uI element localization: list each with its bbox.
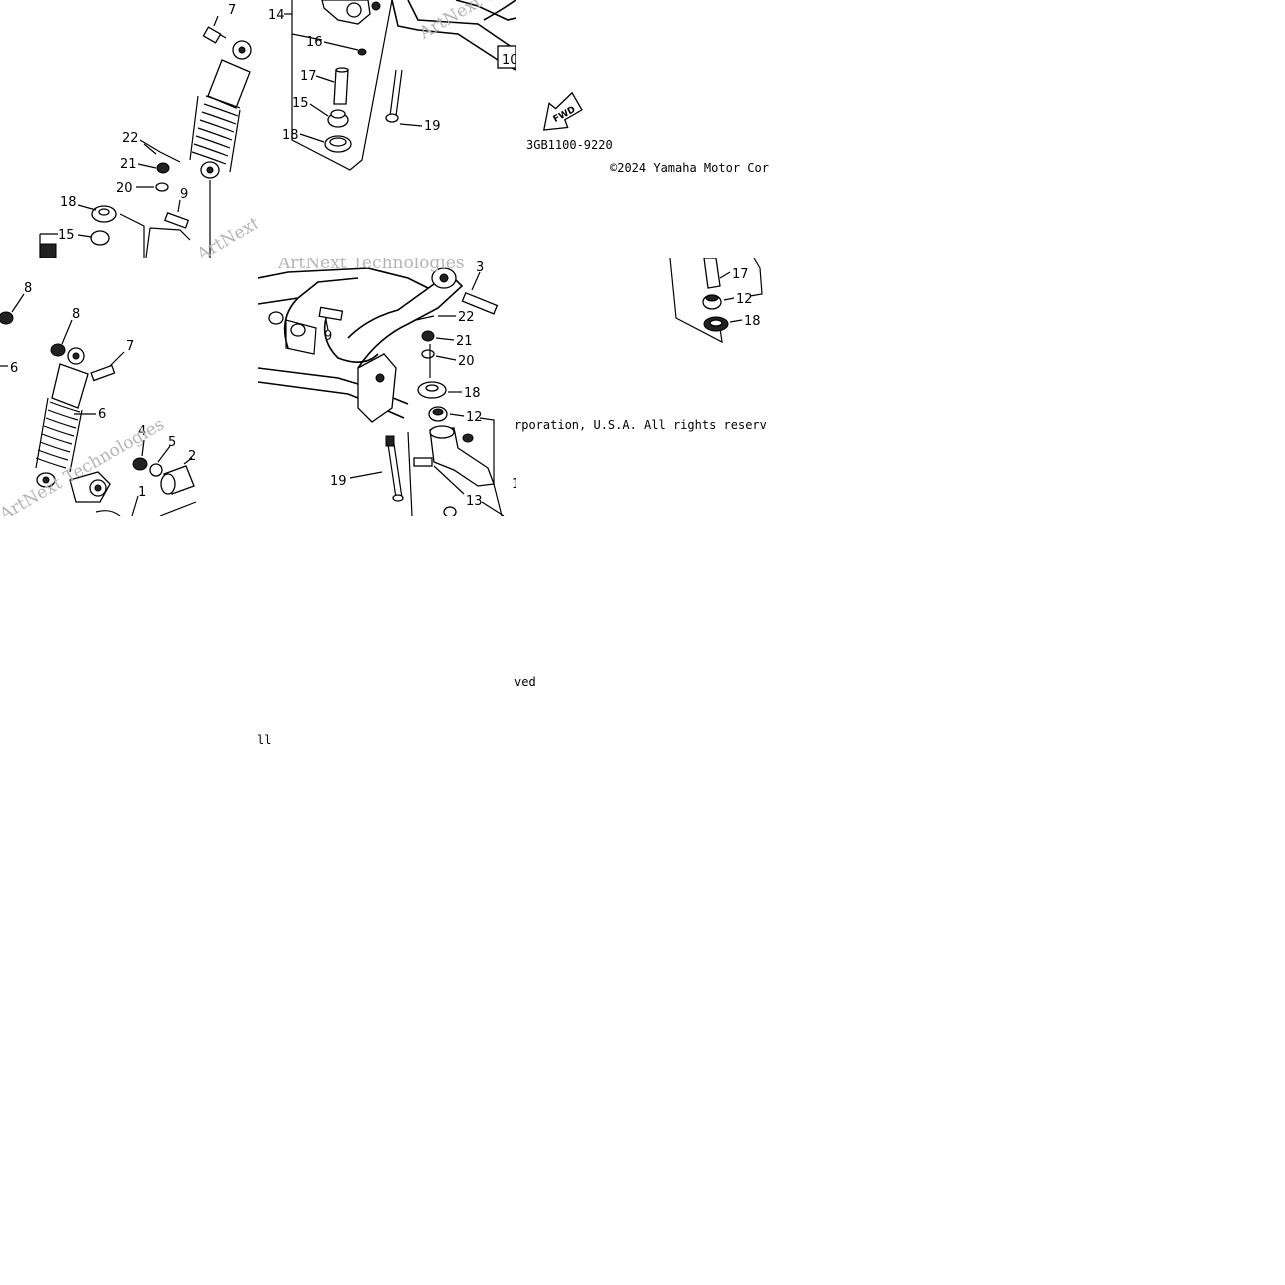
callout-7: 7	[126, 339, 134, 354]
callout-12: 12	[736, 292, 753, 307]
callout-6: 6	[10, 361, 18, 376]
copyright-fragment-middle: rporation, U.S.A. All rights reserv	[514, 418, 767, 432]
callout-16: 16	[306, 35, 323, 50]
callout-22: 22	[458, 310, 475, 325]
diagram-tile-shock-upper: 7 22 21 20 18 9 15 ArtNext Technologies	[0, 0, 258, 258]
callout-22: 22	[122, 131, 139, 146]
fwd-arrow-icon: FWD	[542, 91, 583, 131]
copyright-fragment-lower: ll	[257, 733, 272, 747]
part-code: 3GB1100-9220	[526, 138, 613, 152]
watermark-text: ArtNext Technologies	[277, 258, 465, 273]
callout-9: 9	[180, 187, 188, 202]
callout-4: 4	[138, 424, 146, 439]
watermark-text: ArtNext Technologies	[415, 0, 516, 44]
callout-1: 1	[138, 485, 146, 500]
callout-18: 18	[282, 128, 299, 143]
callout-19: 19	[424, 119, 441, 134]
callout-20: 20	[116, 181, 133, 196]
callout-6: 6	[98, 407, 106, 422]
callout-21: 21	[456, 334, 473, 349]
callout-18: 18	[60, 195, 77, 210]
copyright-fragment-bottom: ved	[514, 675, 536, 689]
callout-10: 10	[502, 53, 516, 68]
callout-8: 8	[24, 281, 32, 296]
callout-8: 8	[72, 307, 80, 322]
callout-13: 13	[466, 494, 483, 509]
callout-17: 17	[300, 69, 317, 84]
diagram-tile-shock-lower: 8 8 6 7	[0, 258, 258, 516]
callout-18: 18	[744, 314, 761, 329]
callout-20: 20	[458, 354, 475, 369]
callout-9: 9	[324, 329, 332, 344]
callout-18: 18	[464, 386, 481, 401]
callout-2: 2	[188, 449, 196, 464]
callout-5: 5	[168, 435, 176, 450]
diagram-tile-spacer: 17 12 18	[516, 258, 774, 348]
diagram-tile-arm-frame: 3 22 9 21 20 18 12	[258, 258, 516, 516]
callout-7: 7	[228, 3, 236, 18]
callout-14: 14	[268, 8, 285, 23]
callout-17: 17	[732, 267, 749, 282]
callout-3: 3	[476, 260, 484, 275]
callout-15: 15	[58, 228, 75, 243]
diagram-tile-knuckle-upper: 14 16 17 15 18 19 10 ArtNext Technologie…	[258, 0, 516, 258]
copyright-fragment-top: ©2024 Yamaha Motor Cor	[610, 161, 769, 175]
callout-1: 1	[512, 477, 516, 492]
callout-21: 21	[120, 157, 137, 172]
callout-12: 12	[466, 410, 483, 425]
callout-19: 19	[330, 474, 347, 489]
callout-15: 15	[292, 96, 309, 111]
